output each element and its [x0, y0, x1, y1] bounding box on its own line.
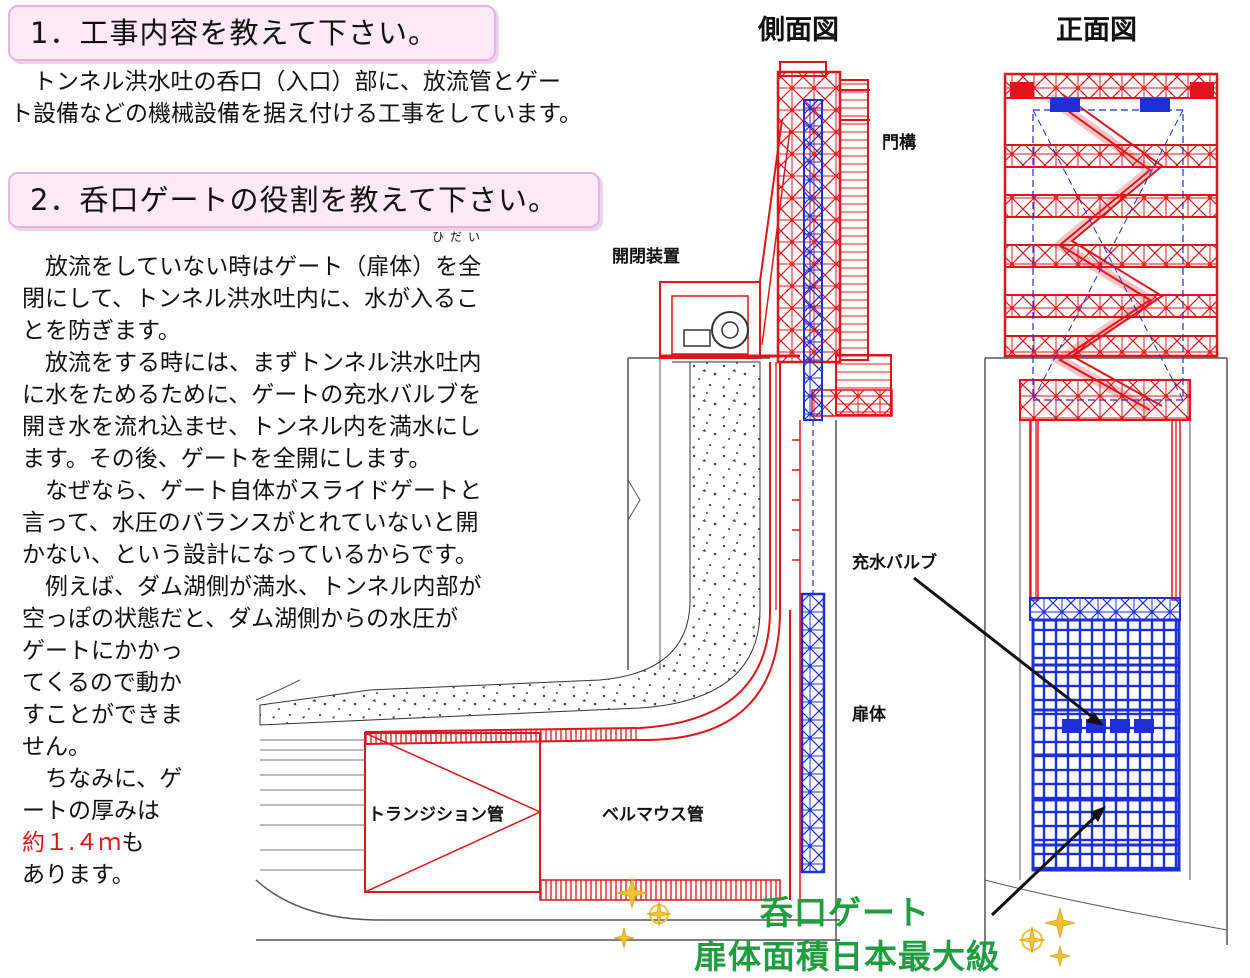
label-gate-leaf: 扉体 [852, 705, 886, 725]
section2-line: 例えば、ダム湖側が満水、トンネル内部が [22, 574, 482, 600]
thickness-suffix: も [121, 830, 145, 856]
section1-body: トンネル洪水吐の呑口（入口）部に、放流管とゲー ト設備などの機械設備を据え付ける… [10, 66, 582, 130]
sparkle-decorations [613, 877, 1076, 967]
section2-line: 閉にして、トンネル洪水吐内に、水が入るこ [22, 286, 480, 312]
section2-line: 放流をする時には、まずトンネル洪水吐内 [22, 350, 482, 376]
label-bellmouth-pipe: ベルマウス管 [602, 805, 704, 825]
section2-line: ます。その後、ゲートを全開にします。 [22, 446, 432, 472]
caption-gate-name: 呑口ゲート [760, 893, 930, 932]
section2-line: なぜなら、ゲート自体がスライドゲートと [22, 478, 482, 504]
label-filling-valve: 充水バルブ [852, 553, 937, 573]
caption-gate-area: 扉体面積日本最大級 [694, 937, 1000, 976]
section2-line: てくるので動か [22, 670, 182, 696]
label-gate-frame: 門構 [882, 133, 916, 153]
section2-line: に水をためるために、ゲートの充水バルブを [22, 382, 482, 408]
thickness-value: 約１.４ｍ [22, 830, 122, 856]
side-view-title: 側面図 [758, 15, 839, 46]
section2-body: 放流をしていない時はゲート（扉体）を全 閉にして、トンネル洪水吐内に、水が入るこ… [22, 251, 482, 891]
section2-line: ちなみに、ゲ [22, 766, 183, 792]
section1-line: ト設備などの機械設備を据え付ける工事をしています。 [10, 101, 583, 127]
section2-line: 開き水を流れ込ませ、トンネル内を満水にし [22, 414, 481, 440]
section2-line: すことができま [22, 702, 183, 728]
ruby-reading: ひだい [432, 230, 487, 244]
thickness-line: 約１.４ｍも [22, 827, 482, 859]
side-view [255, 61, 893, 945]
section2-line: 放流をしていない時はゲート（扉体）を全 [22, 254, 482, 280]
section2-line: あります。 [22, 862, 135, 888]
section2-line: とを防ぎます。 [22, 318, 181, 344]
section2-line: 空っぽの状態だと、ダム湖側からの水圧が [22, 606, 459, 632]
section2-line: ゲートにかかっ [22, 638, 183, 664]
section2-line: ートの厚みは [22, 798, 160, 824]
callout-arrows [913, 576, 1106, 917]
section2-line: せん。 [22, 734, 91, 760]
front-view-title: 正面図 [1056, 15, 1137, 46]
section1-line: トンネル洪水吐の呑口（入口）部に、放流管とゲー [10, 69, 561, 95]
section2-line: かない、という設計になっているからです。 [22, 542, 478, 568]
section1-heading: 1．工事内容を教えて下さい。 [8, 5, 496, 61]
front-view [984, 72, 1228, 945]
section2-line: 言って、水圧のバランスがとれていないと開 [22, 510, 479, 536]
label-hoist: 開閉装置 [612, 247, 680, 267]
label-transition-pipe: トランジション管 [368, 805, 504, 825]
section2-heading: 2．呑口ゲートの役割を教えて下さい。 [8, 172, 600, 228]
